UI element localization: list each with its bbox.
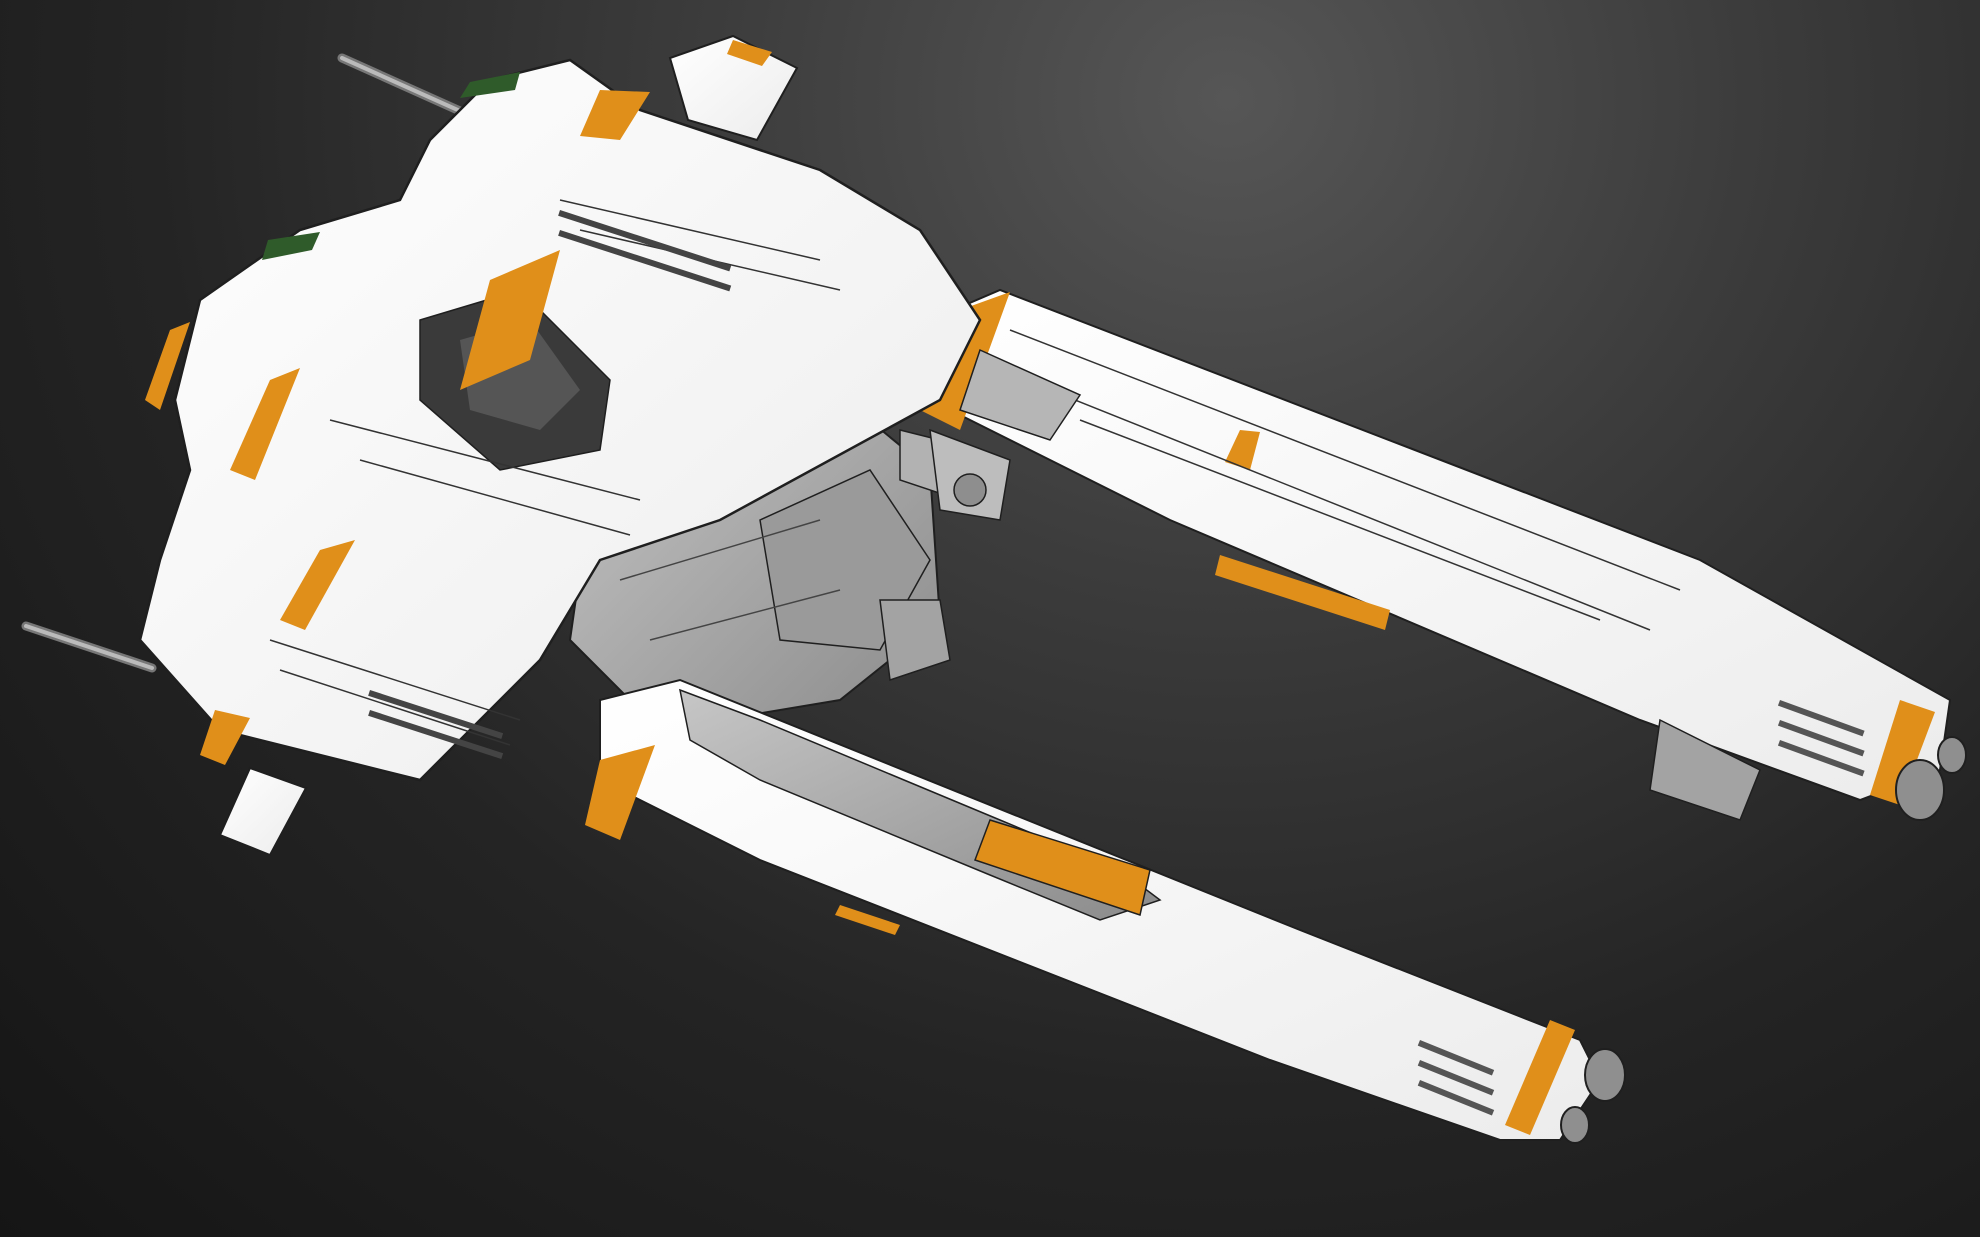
fin-bottom: [218, 766, 308, 857]
upper-boom: [920, 288, 1952, 805]
thrusters: [1560, 718, 1967, 1144]
antenna-right: [21, 621, 157, 673]
lower-boom: [585, 678, 1602, 1141]
antenna-left: [337, 53, 485, 125]
cockpit-hull: [138, 58, 982, 782]
core-machinery: [568, 353, 1011, 732]
fin-top: [668, 34, 799, 142]
